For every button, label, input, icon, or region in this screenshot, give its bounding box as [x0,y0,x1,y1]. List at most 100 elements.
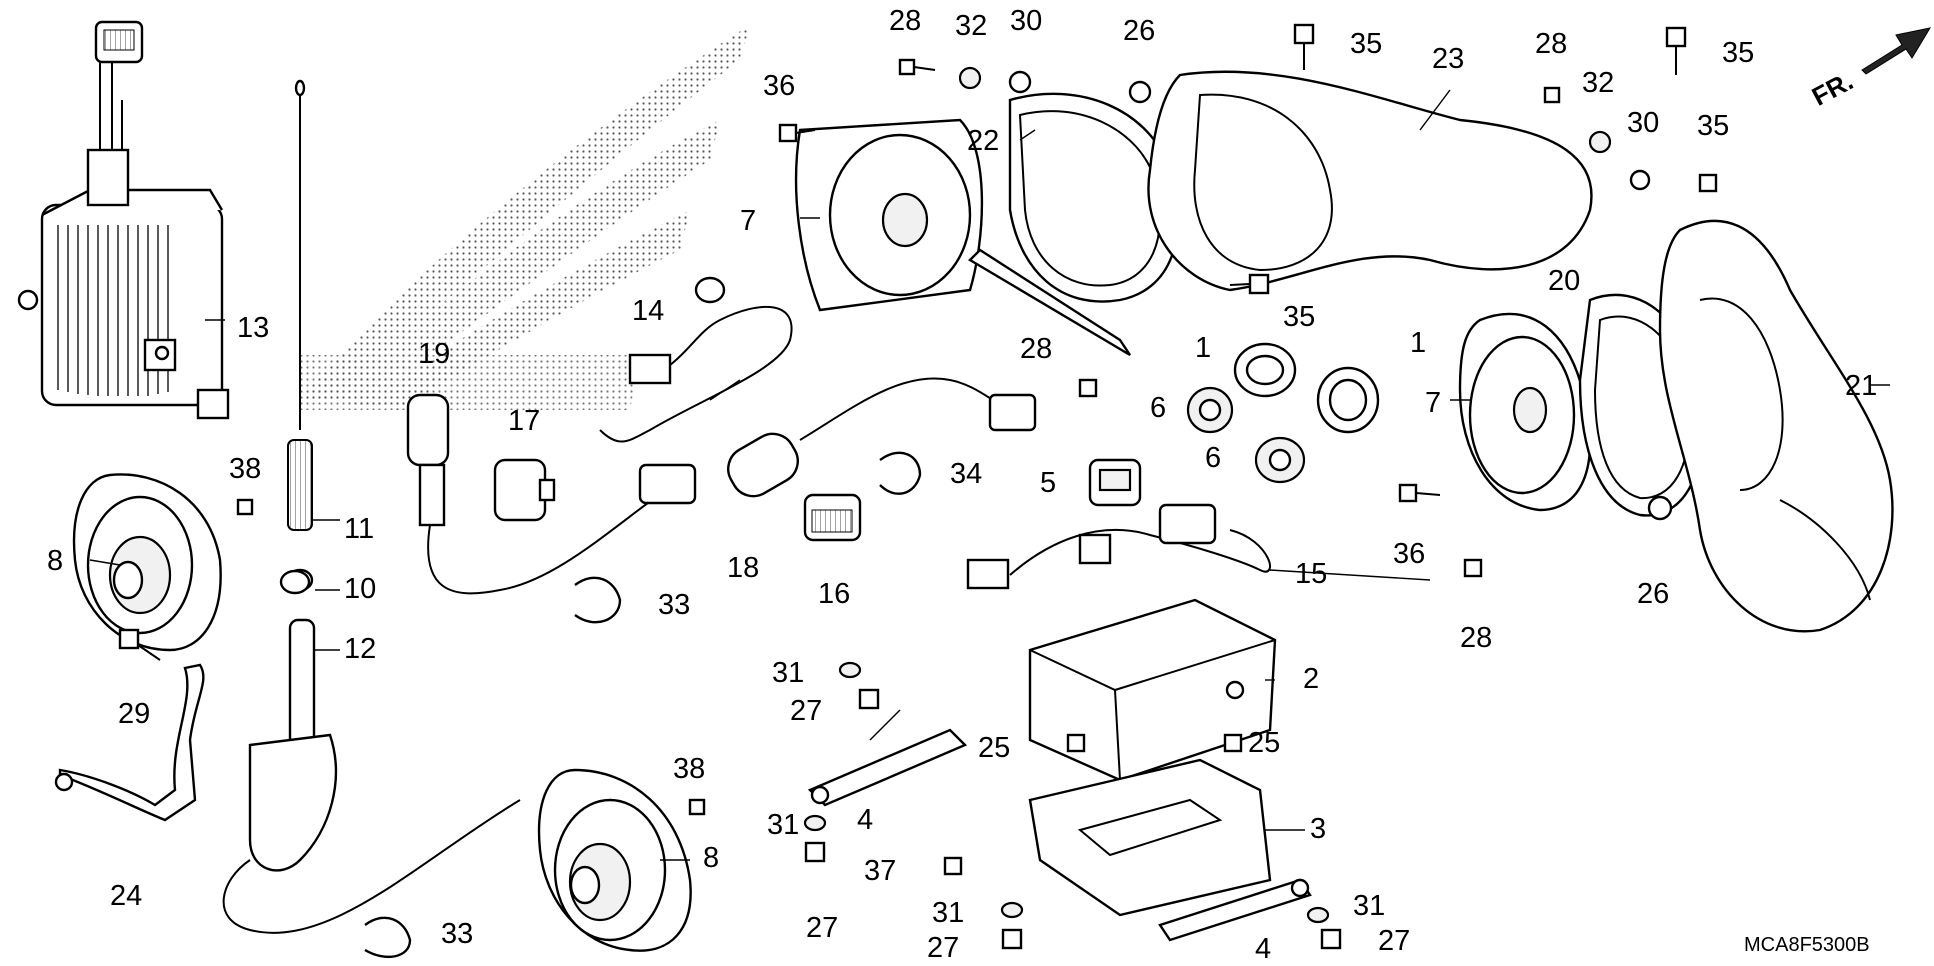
brace-4-upper [807,728,968,807]
bolt-25-b [1223,733,1243,753]
bolt-27-a [858,688,880,710]
nut-10 [279,569,311,595]
callout-8-lower: 8 [703,842,719,874]
bolt-37 [943,856,963,876]
callout-26-top: 26 [1123,15,1155,47]
bolt-38-lower [688,798,706,816]
callout-5: 5 [1040,467,1056,499]
bolt-27-b [804,841,826,863]
bolt-28-top [898,58,936,76]
bolt-27-d [1320,928,1342,950]
callout-32-top: 32 [955,10,987,42]
speaker-lower-center [537,768,692,952]
callout-10: 10 [344,573,376,605]
callout-24: 24 [110,880,142,912]
callout-7-left: 7 [740,205,756,237]
callout-31-a: 31 [772,657,804,689]
callout-35-mid: 35 [1283,301,1315,333]
clip-33-upper [574,576,622,624]
callout-21: 21 [1845,370,1877,402]
nut-26-top [1128,80,1152,104]
callout-16: 16 [818,578,850,610]
bolt-29 [118,628,161,661]
callout-18: 18 [727,552,759,584]
bolt-35-mid [1229,273,1270,295]
washer-31-b [803,814,827,832]
cover-23 [1147,70,1593,292]
bolt-35-top [1293,23,1315,70]
callout-29: 29 [118,698,150,730]
ring-1-left [1233,342,1297,398]
cable-18 [727,377,1037,498]
callout-34: 34 [950,458,982,490]
callout-1-left: 1 [1195,332,1211,364]
amplifier-unit [17,20,230,420]
leader-lines [89,89,1890,861]
callout-7-right: 7 [1425,387,1441,419]
diagram-code: MCA8F5300B [1744,934,1870,956]
callout-6-upper: 6 [1150,392,1166,424]
nut-30-right [1629,169,1651,191]
callout-17: 17 [508,405,540,437]
callout-27-b: 27 [806,912,838,944]
callout-2: 2 [1303,663,1319,695]
callout-35-right: 35 [1722,37,1754,69]
callout-4-upper: 4 [857,804,873,836]
bolt-27-c [1001,928,1023,950]
antenna-assembly [222,79,521,934]
callout-33-lower: 33 [441,918,473,950]
washer-31-a [838,661,862,679]
callout-23: 23 [1432,43,1464,75]
wing-watermark [300,25,750,410]
switch-16 [803,493,862,542]
front-direction-indicator: FR. [1807,27,1932,112]
brace-4-lower [1158,878,1312,942]
bolt-28-right [1543,86,1561,104]
fasteners [118,23,1718,950]
speaker-front-7 [794,118,984,312]
callout-36-right: 36 [1393,538,1425,570]
callout-15: 15 [1295,558,1327,590]
wire-harness-14 [599,276,793,443]
callout-28-lower: 28 [1460,622,1492,654]
callout-31-c: 31 [932,897,964,929]
bracket-22 [968,92,1179,357]
clip-33-lower [364,916,412,958]
callout-36-left: 36 [763,70,795,102]
callout-6-lower: 6 [1205,442,1221,474]
callout-28-mid: 28 [1020,333,1052,365]
ring-6-lower [1254,436,1306,484]
callout-28-top: 28 [889,5,921,37]
callout-30-top: 30 [1010,5,1042,37]
callout-13: 13 [237,312,269,344]
callout-28-right: 28 [1535,28,1567,60]
callout-3: 3 [1310,813,1326,845]
wire-harness-19 [406,393,697,595]
bolt-38-left [236,498,254,516]
callout-30-right: 30 [1627,107,1659,139]
callout-31-d: 31 [1353,890,1385,922]
callout-26-right: 26 [1637,578,1669,610]
callout-27-c: 27 [927,932,959,964]
nut-26-right [1647,495,1673,521]
nut-30-top [1008,70,1032,94]
callout-22: 22 [967,125,999,157]
callout-37: 37 [864,855,896,887]
bolt-35-right2 [1698,173,1718,193]
clip-34 [879,451,922,495]
callout-8-left: 8 [47,545,63,577]
bracket-24 [54,663,205,822]
ring-6-upper [1186,386,1234,434]
callout-27-d: 27 [1378,925,1410,957]
mounting-bracket-3 [1028,758,1272,917]
front-indicator-label: FR. [1807,66,1858,112]
bolt-28-mid [1078,378,1098,398]
callout-33-upper: 33 [658,589,690,621]
callout-25-right: 25 [1248,727,1280,759]
callout-19: 19 [418,338,450,370]
callout-12: 12 [344,633,376,665]
callout-1-right: 1 [1410,327,1426,359]
callout-35-right2: 35 [1697,110,1729,142]
bolt-36-right [1398,483,1441,503]
